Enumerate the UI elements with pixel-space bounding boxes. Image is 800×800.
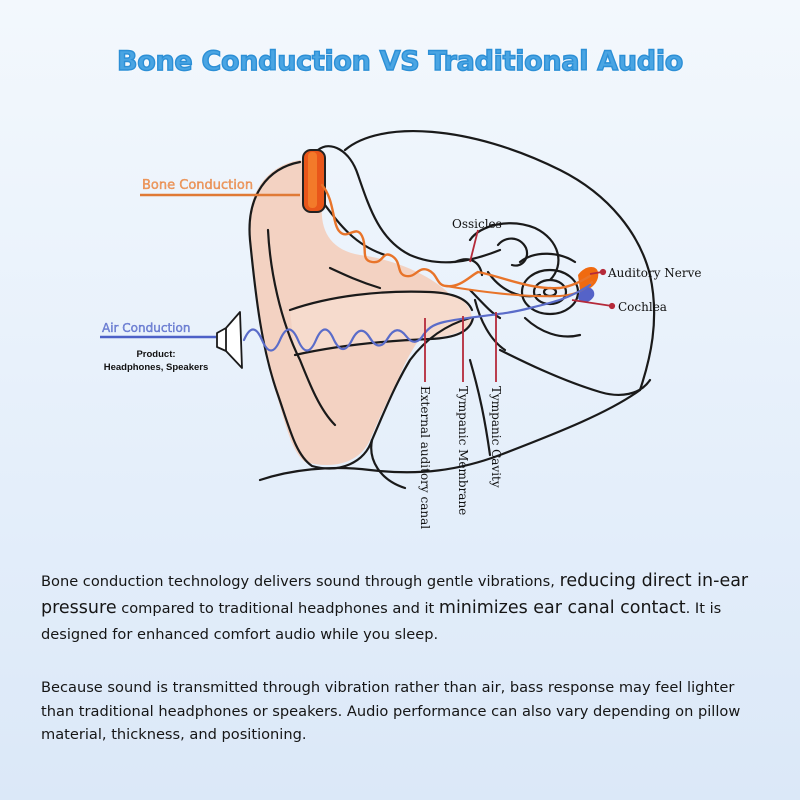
ear-canal-skin — [290, 291, 472, 355]
external-auditory-canal-label: External auditory canal — [418, 386, 432, 529]
bone-conduction-device-icon — [302, 149, 326, 213]
emphasis-minimizes-contact: minimizes ear canal contact — [438, 598, 686, 618]
ear-anatomy-diagram: Bone Conduction Air Conduction Product: … — [100, 130, 702, 529]
product-types-label: Headphones, Speakers — [104, 362, 209, 373]
product-label: Product: — [136, 349, 175, 360]
description-text: compared to traditional headphones and i… — [116, 600, 439, 617]
tympanic-membrane-label: Tympanic Membrane — [456, 386, 470, 515]
emphasis-reducing-pressure: reducing direct in-ear pressure — [41, 571, 749, 618]
description-text: Bone conduction technology delivers soun… — [41, 573, 560, 590]
tympanic-cavity-label: Tympanic Cavity — [489, 386, 503, 488]
pointer-lines — [424, 229, 616, 382]
air-conduction-label: Air Conduction — [102, 321, 190, 335]
description-text: . It is designed for enhanced comfort au… — [41, 600, 722, 643]
description-paragraph-1: Bone conduction technology delivers soun… — [41, 568, 763, 648]
ear-outline — [248, 130, 656, 490]
speaker-icon — [216, 311, 243, 369]
page-title: Bone Conduction VS Traditional Audio — [116, 45, 684, 77]
air-conduction-path — [242, 283, 592, 352]
ossicles-label: Ossicles — [452, 217, 502, 231]
description-paragraph-2: Because sound is transmitted through vib… — [41, 679, 741, 743]
auditory-nerve-label: Auditory Nerve — [607, 266, 702, 280]
bone-conduction-path — [320, 183, 592, 290]
cochlea-label: Cochlea — [618, 300, 667, 314]
bone-conduction-label: Bone Conduction — [142, 178, 253, 193]
